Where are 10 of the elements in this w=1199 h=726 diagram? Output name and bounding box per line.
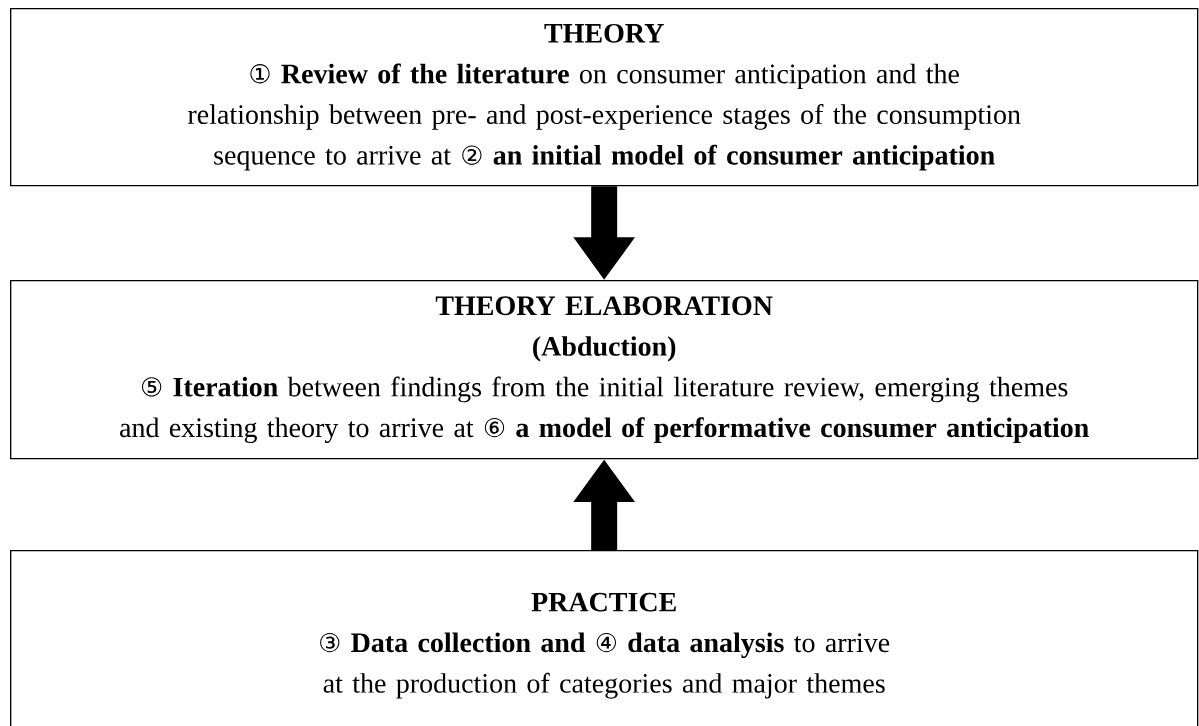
box-heading: PRACTICE [531, 592, 676, 612]
box-text: ③ Data collection and ④ data analysis to arrive at the production of categories and major themes [320, 632, 890, 699]
box-heading: THEORY ELABORATION [435, 296, 773, 316]
stage-box [10, 550, 1199, 726]
box-text: ⑤ Iteration between findings from the initial literature review, emerging themes and existing theory to arrive at ⑥ a model of performative consumer anticipation [120, 376, 1089, 443]
stage-box [10, 280, 1199, 460]
box-heading: (Abduction) [533, 336, 676, 362]
stage-box [10, 8, 1199, 187]
box-heading: THEORY [544, 23, 664, 43]
box-text: ① Review of the literature on consumer anticipation and the relationship between pre- and post-experience stages of the consumption sequence to arrive at ② an initial model of consumer anticipation [188, 63, 1021, 171]
